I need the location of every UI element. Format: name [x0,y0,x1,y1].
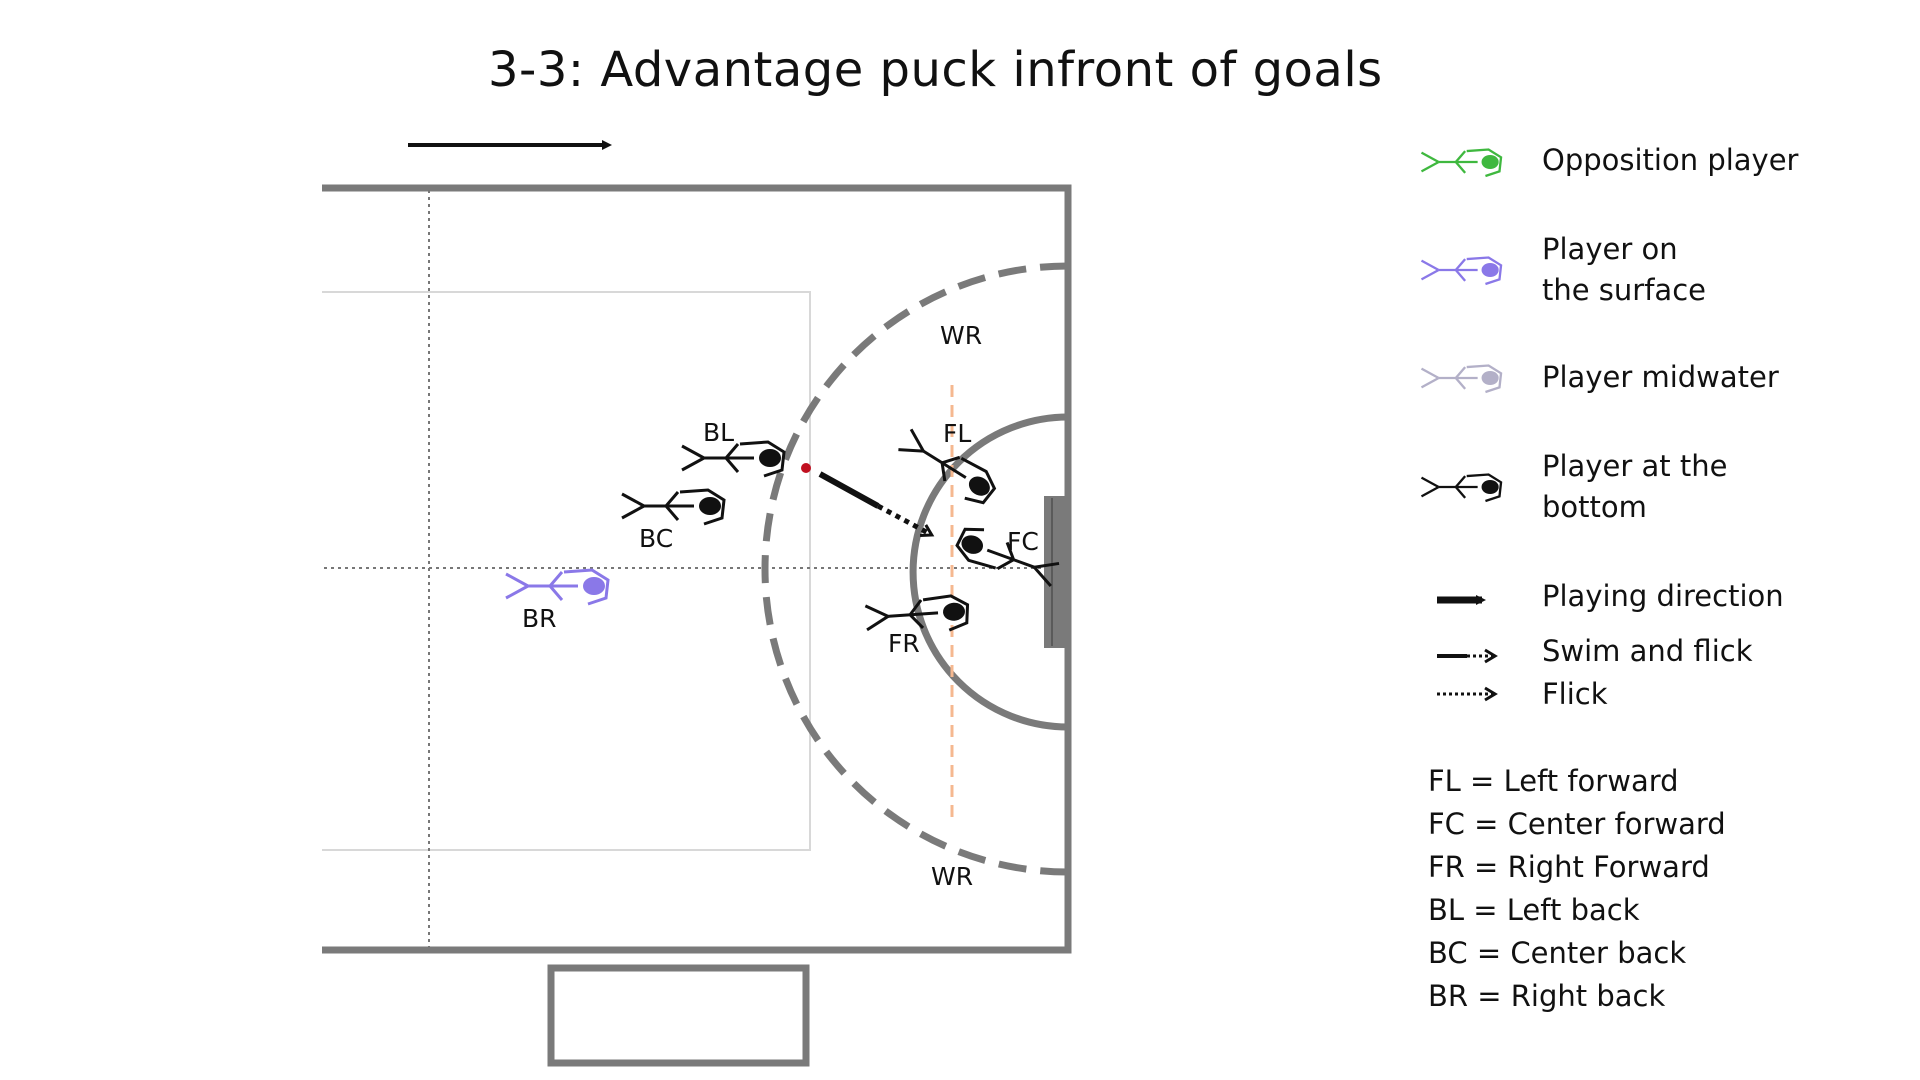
surface-player-icon [1420,256,1503,286]
legend-surface-line2: the surface [1542,273,1706,307]
legend-opposition-label: Opposition player [1542,143,1799,177]
legend-swim-and-flick: Swim and flick [1542,631,1753,672]
legend-surface-line1: Player on [1542,232,1678,266]
diagram-title: 3-3: Advantage puck infront of goals [488,42,1383,98]
abbreviation-item: FC = Center forward [1428,807,1726,841]
substitution-box [547,964,810,1067]
legend-bottom-line1: Player at the [1542,449,1728,483]
legend-swim-and-flick-label: Swim and flick [1542,634,1753,668]
abbreviation-item: FL = Left forward [1428,764,1679,798]
swim-segment [818,471,880,509]
player-br [504,568,610,606]
legend-playing-direction-label: Playing direction [1542,579,1784,613]
label-bl: BL [703,418,734,447]
legend-flick-label: Flick [1542,677,1608,711]
legend-opposition: Opposition player [1542,140,1798,181]
bottom-player-icon [1420,473,1503,503]
midwater-player-icon [1420,364,1503,394]
goal-tray [1044,496,1070,648]
inner-zone [322,291,811,851]
legend-playing-direction: Playing direction [1542,576,1784,617]
opposition-player-icon [1420,148,1503,178]
label-fr: FR [888,629,920,658]
label-fc: FC [1007,527,1039,556]
abbreviation-item: FR = Right Forward [1428,850,1710,884]
player-bl [680,440,786,478]
label-br: BR [522,604,557,633]
label-bc: BC [639,524,673,553]
player-bc [620,488,726,526]
legend-bottom-line2: bottom [1542,490,1647,524]
label-wr-bottom: WR [931,862,973,891]
puck [801,463,811,473]
label-wr-top: WR [940,321,982,350]
legend-midwater: Player midwater [1542,357,1779,398]
legend-midwater-label: Player midwater [1542,360,1779,394]
abbreviation-item: BL = Left back [1428,893,1640,927]
goal-area-arc [761,262,1069,876]
label-fl: FL [943,419,971,448]
abbreviation-item: BC = Center back [1428,936,1687,970]
legend-surface: Player on the surface [1542,229,1706,311]
legend-flick: Flick [1542,674,1608,715]
abbreviation-list: FL = Left forward FC = Center forward FR… [1428,760,1726,1018]
goal-inner-arc [909,413,1069,731]
legend-bottom: Player at the bottom [1542,446,1727,528]
abbreviation-item: BR = Right back [1428,979,1666,1013]
